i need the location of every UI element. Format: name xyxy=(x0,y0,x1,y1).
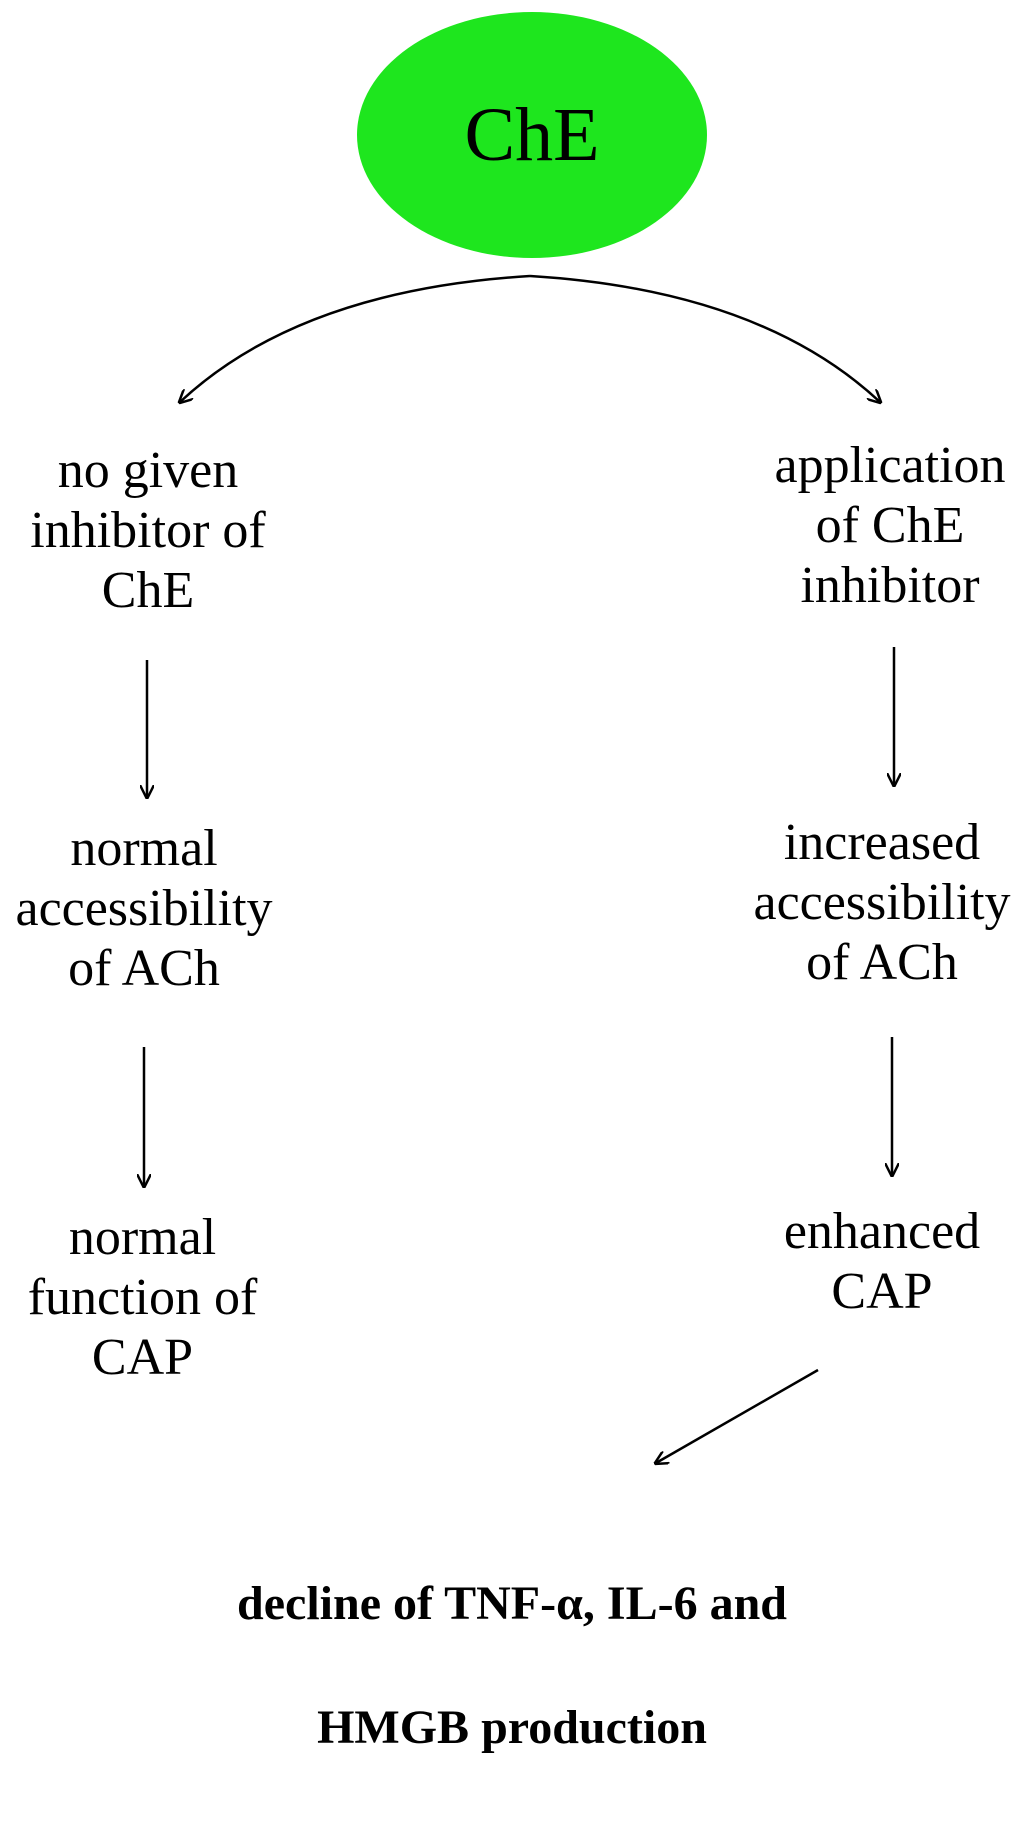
arc-arrow-left xyxy=(180,274,531,402)
arc-arrow-right xyxy=(529,274,880,402)
outcome-decline: decline of TNF-α, IL-6 and HMGB producti… xyxy=(0,1511,1024,1821)
diagram-connectors xyxy=(0,274,1024,1638)
left-step3-normal-function: normal function of CAP xyxy=(27,1209,258,1386)
left-step1-no-inhibitor: no given inhibitor of ChE xyxy=(30,442,266,619)
root-node-che: ChE xyxy=(357,12,707,258)
outcome-line1: decline of TNF-α, IL-6 and xyxy=(237,1577,787,1630)
right-step1-application-inhibitor: application of ChE inhibitor xyxy=(774,437,1006,614)
right-step2-increased-accessibility: increased accessibility of ACh xyxy=(753,814,1011,991)
left-step2-normal-accessibility: normal accessibility of ACh xyxy=(15,820,273,997)
right-step3-enhanced-cap: enhanced CAP xyxy=(783,1203,981,1320)
root-label: ChE xyxy=(464,92,600,177)
arrow-to-outcome xyxy=(656,1368,819,1463)
outcome-line2: HMGB production xyxy=(317,1701,707,1754)
